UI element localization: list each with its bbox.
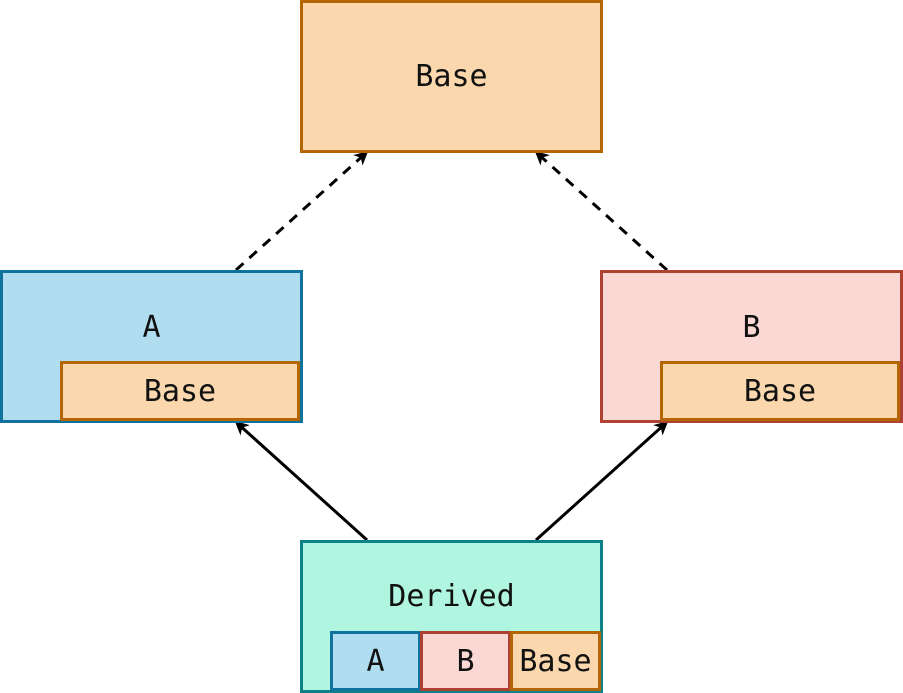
edge-derived-to-b [534,420,669,542]
node-base-label: Base [415,59,488,94]
node-derived-label: Derived [388,579,515,614]
edge-b-to-base [534,150,669,272]
node-derived: Derived A B Base [300,540,603,693]
node-a: A Base [0,270,303,423]
edge-a-to-base [234,150,369,272]
node-a-label: A [142,310,161,345]
node-b-inner-base: Base [660,361,900,421]
node-b-label: B [742,310,761,345]
node-derived-part-base: Base [510,631,601,691]
node-base: Base [300,0,603,153]
node-b: B Base [600,270,903,423]
edge-derived-to-a [234,420,369,542]
node-a-inner-base: Base [60,361,300,421]
node-derived-part-b: B [420,631,511,691]
node-derived-part-a: A [330,631,421,691]
